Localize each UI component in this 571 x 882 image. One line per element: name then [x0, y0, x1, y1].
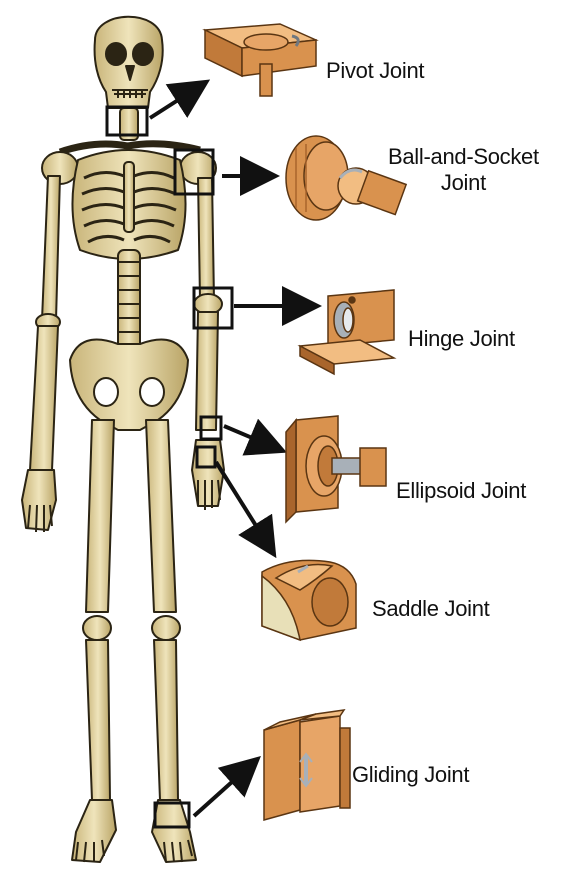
- right-forearm: [196, 312, 218, 430]
- left-femur: [86, 420, 114, 612]
- sternum: [124, 162, 134, 232]
- ball-and-socket-joint-label: Ball-and-Socket Joint: [388, 144, 539, 196]
- right-femur: [146, 420, 176, 612]
- ball-and-socket-joint-label-line1: Ball-and-Socket: [388, 144, 539, 170]
- saddle-joint-icon: [262, 560, 356, 640]
- saddle-arrow: [216, 462, 270, 548]
- hinge-joint-label: Hinge Joint: [408, 326, 515, 352]
- left-knee: [83, 616, 111, 640]
- right-tibia: [154, 640, 178, 800]
- skull: [95, 17, 163, 108]
- left-tibia: [86, 640, 110, 800]
- gliding-arrow: [194, 764, 252, 816]
- saddle-joint-label: Saddle Joint: [372, 596, 490, 622]
- pivot-joint-label: Pivot Joint: [326, 58, 424, 84]
- ellipsoid-joint-label: Ellipsoid Joint: [396, 478, 526, 504]
- pelvis: [70, 340, 188, 430]
- pivot-joint-icon: [205, 24, 316, 96]
- left-humerus: [42, 176, 60, 320]
- gliding-joint-icon: [264, 710, 350, 820]
- lumbar-spine: [118, 250, 140, 350]
- ball-and-socket-joint-label-line2: Joint: [388, 170, 539, 196]
- right-knee: [152, 616, 180, 640]
- ellipsoid-arrow: [224, 426, 276, 448]
- ellipsoid-joint-icon: [286, 416, 386, 522]
- right-humerus: [198, 178, 214, 300]
- gliding-joint-label: Gliding Joint: [352, 762, 469, 788]
- skeleton: [22, 17, 224, 862]
- left-forearm: [30, 326, 58, 470]
- pivot-arrow: [150, 86, 200, 118]
- hinge-joint-icon: [300, 290, 394, 374]
